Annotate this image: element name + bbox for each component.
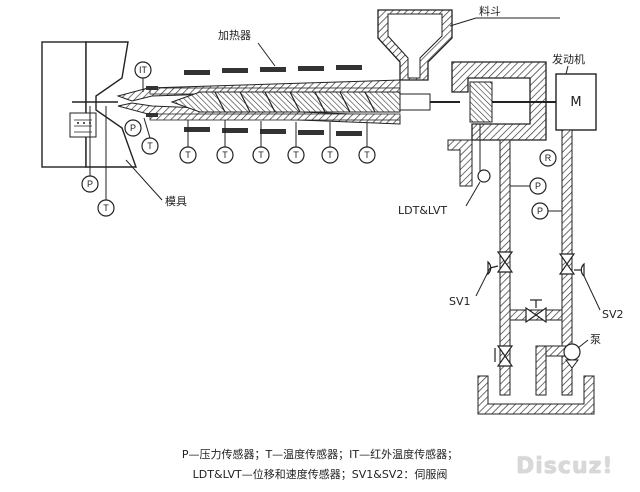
svg-text:P: P (130, 123, 136, 133)
mold-pressure-sensor-icon: P (124, 119, 142, 137)
mold-temp-sensor-icon: T (97, 106, 115, 217)
nozzle-temp-sensor-icon: T (141, 117, 159, 155)
motor-label: M (570, 95, 581, 110)
barrel-temp-sensor-2-icon: T (216, 120, 234, 164)
heater-bands (146, 65, 362, 136)
svg-text:T: T (364, 150, 370, 160)
hydraulic-lines (477, 129, 595, 415)
barrel-temp-sensor-1-icon: T (179, 120, 197, 164)
engine-label: 发动机 (552, 52, 585, 66)
sensors: IT P T T T T T (81, 61, 562, 220)
hopper-label: 料斗 (479, 4, 501, 18)
rpm-sensor-icon: R (539, 149, 557, 167)
watermark: Discuz! (516, 454, 614, 479)
sv1-label: SV1 (449, 295, 471, 308)
it-sensor-icon: IT (134, 61, 152, 92)
mold-cavity-pressure-sensor-icon: P (81, 106, 99, 193)
line-pressure-sensor-1-icon: P (510, 177, 547, 195)
mold-label: 模具 (165, 195, 187, 208)
heater-label: 加热器 (218, 29, 251, 42)
line-pressure-sensor-2-icon: P (531, 202, 562, 220)
svg-text:T: T (222, 150, 228, 160)
barrel-temp-sensor-6-icon: T (358, 123, 376, 164)
drive-housing (447, 61, 556, 187)
ldt-sensor-icon (477, 169, 491, 183)
svg-text:IT: IT (139, 65, 148, 75)
valves (487, 251, 585, 367)
svg-text:P: P (537, 206, 543, 216)
pump (563, 343, 581, 369)
svg-text:T: T (293, 150, 299, 160)
pump-label: 泵 (590, 333, 601, 346)
screw (170, 91, 460, 113)
barrel-temp-sensor-4-icon: T (287, 122, 305, 164)
svg-text:T: T (185, 150, 191, 160)
barrel-temp-sensor-3-icon: T (252, 121, 270, 164)
svg-text:T: T (327, 150, 333, 160)
svg-text:P: P (87, 179, 93, 189)
svg-text:T: T (147, 141, 153, 151)
mold (41, 41, 137, 168)
hopper (377, 9, 453, 81)
barrel-temp-sensor-5-icon: T (321, 122, 339, 164)
sv2-label: SV2 (602, 308, 624, 321)
svg-text:R: R (545, 153, 552, 163)
legend-line-1: P—压力传感器；T—温度传感器；IT—红外温度传感器； (181, 448, 459, 461)
leader-lines (125, 17, 601, 349)
svg-text:P: P (535, 181, 541, 191)
ldt-label: LDT&LVT (398, 204, 447, 217)
motor: M (555, 73, 597, 131)
legend-line-2: LDT&LVT—位移和速度传感器；SV1&SV2：伺服阀 (192, 468, 448, 481)
svg-text:T: T (258, 150, 264, 160)
svg-text:T: T (103, 203, 109, 213)
